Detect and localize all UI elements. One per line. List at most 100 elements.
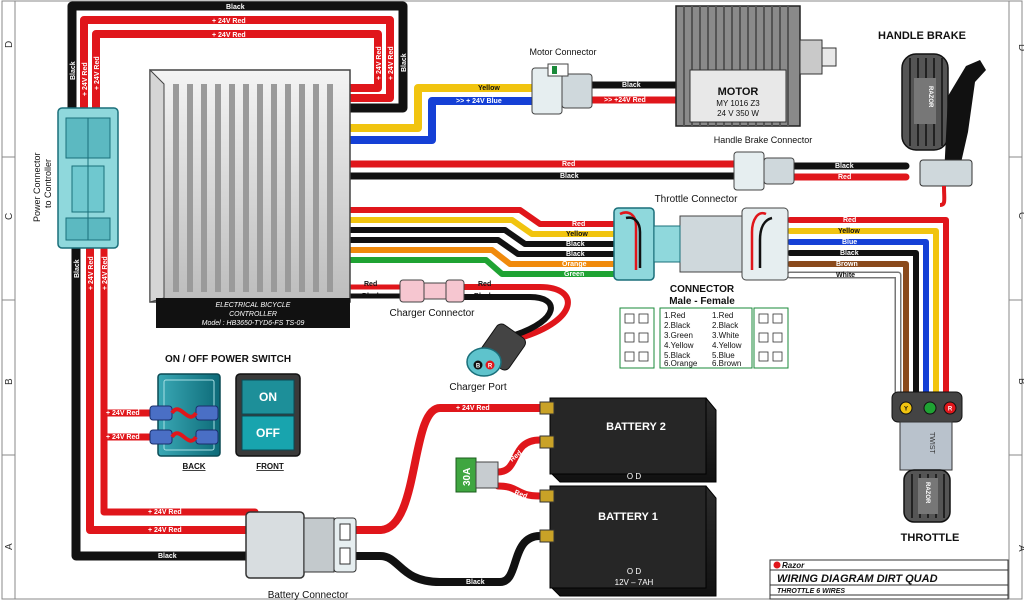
- charger-port: B R Charger Port: [449, 323, 526, 393]
- switch-off-rocker[interactable]: [241, 415, 295, 451]
- label-left-black: Black: [70, 61, 77, 80]
- title-block-brand: Razor: [782, 561, 805, 570]
- label-brake-red-r: Red: [838, 174, 851, 181]
- controller-fins: [173, 84, 333, 292]
- wire-left-black: [71, 235, 260, 561]
- male-pin-3: 3.Green: [664, 331, 693, 340]
- label-bot-red2: + 24V Red: [148, 509, 182, 516]
- label-chg-red-l: Red: [364, 281, 377, 288]
- label-bot-red: + 24V Red: [148, 527, 182, 534]
- connector-table-title: CONNECTOR: [670, 284, 735, 295]
- handle-brake: HANDLE BRAKE RAZOR: [878, 30, 986, 207]
- connector-pin-table: CONNECTOR Male - Female 1.Red 2.Black 3.…: [619, 284, 789, 369]
- label-f-brown: Brown: [836, 261, 858, 268]
- label-thr-black1: Black: [566, 241, 585, 248]
- throttle-pin-y: Y: [904, 407, 908, 413]
- label-f-black: Black: [840, 250, 859, 257]
- label-motor-yellow: Yellow: [478, 85, 500, 92]
- female-pin-1: 1.Red: [712, 311, 733, 320]
- label-motor-red: >> +24V Red: [604, 97, 646, 104]
- label-f-yellow: Yellow: [838, 228, 860, 235]
- wire-f-black: [787, 250, 919, 398]
- throttle-connector: Throttle Connector: [613, 194, 789, 281]
- controller-title-2: CONTROLLER: [229, 311, 277, 318]
- wire-thr-red: [347, 207, 621, 227]
- power-switch: ON / OFF POWER SWITCH ON OFF BACK FRONT: [149, 354, 301, 471]
- motor-spec: 24 V 350 W: [717, 109, 759, 118]
- wire-fuse-red-2: [494, 482, 544, 500]
- label-motor-black: Black: [622, 82, 641, 89]
- label-right-red2: + 24V Red: [376, 46, 383, 80]
- controller: ELECTRICAL BICYCLE CONTROLLER Model : HB…: [149, 68, 351, 328]
- male-pin-6: 6.Orange: [664, 359, 698, 368]
- title-block-title: WIRING DIAGRAM DIRT QUAD: [777, 573, 938, 585]
- handle-brake-label: HANDLE BRAKE: [878, 30, 966, 42]
- wire-f-red: [787, 217, 949, 398]
- female-pin-5: 5.Blue: [712, 351, 735, 360]
- label-f-white: White: [836, 272, 855, 279]
- label-thr-green: Green: [564, 271, 584, 278]
- label-right-black: Black: [401, 53, 408, 72]
- charger-port-label: Charger Port: [449, 382, 506, 393]
- label-thr-black2: Black: [566, 251, 585, 258]
- handle-brake-connector-label: Handle Brake Connector: [714, 135, 813, 145]
- fuse: 30A: [455, 457, 499, 493]
- battery-2-od: O D: [627, 472, 641, 481]
- wire-left-red-2: [100, 236, 259, 516]
- wire-bat-red: [351, 404, 544, 534]
- wire-left-red: [86, 236, 259, 534]
- frame-letter-right-b: B: [1016, 378, 1024, 385]
- switch-back-label: BACK: [182, 462, 205, 471]
- label-top-black: Black: [226, 4, 245, 11]
- label-f-blue: Blue: [842, 239, 857, 246]
- motor-connector-label: Motor Connector: [529, 47, 596, 57]
- female-pin-4: 4.Yellow: [712, 341, 742, 350]
- label-f-red: Red: [843, 217, 856, 224]
- female-pin-6: 6.Brown: [712, 359, 741, 368]
- wire-chg-black-r: [459, 294, 554, 338]
- throttle-twist-text: TWIST: [928, 432, 935, 454]
- battery-1-spec: 12V – 7AH: [615, 578, 654, 587]
- wire-chg-red-r: [459, 284, 571, 341]
- male-pin-2: 2.Black: [664, 321, 691, 330]
- label-brake-black-r: Black: [835, 163, 854, 170]
- wire-fuse-red-1: [494, 436, 544, 476]
- label-brake-red-l: Red: [562, 161, 575, 168]
- handle-brake-connector: Handle Brake Connector: [714, 135, 813, 191]
- frame-letter-right-a: A: [1016, 545, 1024, 552]
- label-thr-yellow: Yellow: [566, 231, 588, 238]
- female-pin-3: 3.White: [712, 331, 740, 340]
- connector-table-subtitle: Male - Female: [669, 296, 735, 307]
- label-brake-black-l: Black: [560, 173, 579, 180]
- frame-letter-right-d: D: [1016, 44, 1024, 51]
- switch-front-label: FRONT: [256, 462, 284, 471]
- wire-thr-black2: [347, 237, 621, 257]
- battery-2-name: BATTERY 2: [606, 421, 666, 433]
- motor-connector: Motor Connector: [529, 47, 597, 115]
- battery-1-name: BATTERY 1: [598, 511, 658, 523]
- switch-on-rocker[interactable]: [241, 379, 295, 415]
- label-pc-low-red2: + 24V Red: [102, 256, 109, 290]
- controller-model: Model : HB3650-TYD6-FS TS-09: [202, 320, 305, 327]
- throttle: Y R TWIST RAZOR THROTTLE: [891, 391, 963, 544]
- label-left-red: + 24V Red: [82, 62, 89, 96]
- battery-1: BATTERY 1 O D 12V – 7AH: [539, 485, 717, 597]
- label-fuse-red2: Red: [513, 489, 528, 500]
- wire-top-red-1: [80, 16, 394, 119]
- label-left-red2: + 24V Red: [94, 56, 101, 90]
- charger-port-pin-b: B: [476, 364, 481, 370]
- wire-thr-yellow: [347, 217, 621, 237]
- label-sw-red1: + 24V Red: [106, 410, 140, 417]
- frame-letter-left-c: C: [4, 213, 15, 220]
- wire-motor-blue: [346, 97, 540, 144]
- charger-connector-label: Charger Connector: [389, 308, 475, 319]
- male-pin-5: 5.Black: [664, 351, 691, 360]
- male-pin-4: 4.Yellow: [664, 341, 694, 350]
- title-block: Razor WIRING DIAGRAM DIRT QUAD THROTTLE …: [769, 559, 1009, 600]
- label-pc-low-black: Black: [74, 259, 81, 278]
- wire-f-brown: [787, 261, 909, 398]
- throttle-connector-label: Throttle Connector: [655, 194, 738, 205]
- wire-bat-black: [351, 532, 544, 586]
